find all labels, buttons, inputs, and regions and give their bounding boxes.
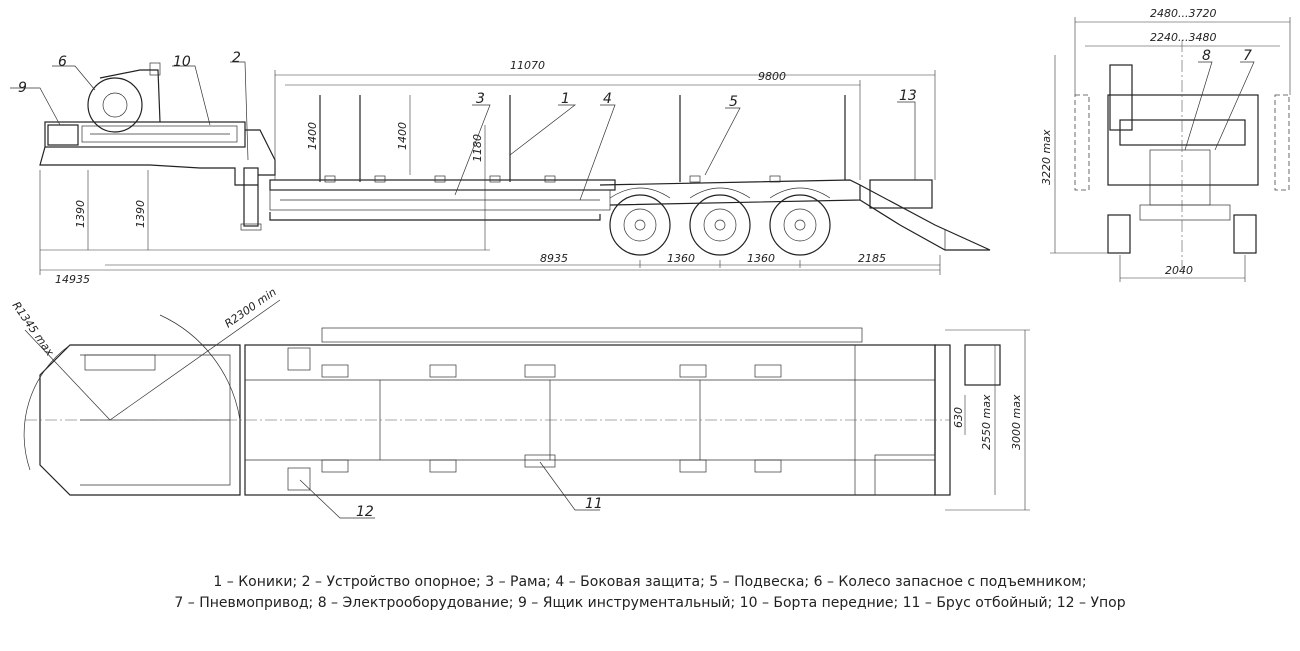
dim-total-length: 14935 bbox=[55, 273, 90, 286]
dim-track-width: 2040 bbox=[1165, 264, 1193, 277]
rear-spare-wheel bbox=[1109, 64, 1133, 131]
dim-stake-height-1: 1400 bbox=[306, 122, 319, 150]
rear-ramp bbox=[859, 184, 991, 251]
extended-side-left bbox=[1074, 94, 1090, 191]
trailer-technical-drawing: 11070 9800 14935 8935 1360 1360 2185 140… bbox=[10, 7, 1291, 520]
support-leg bbox=[243, 167, 259, 227]
rear-wheel-left bbox=[1107, 214, 1131, 254]
extended-side-right bbox=[1274, 94, 1290, 191]
spare-wheel bbox=[87, 77, 143, 133]
axle-3-wheel bbox=[769, 194, 831, 256]
callout-2: 2 bbox=[232, 50, 241, 66]
dim-turn-radius-front: R1345 max bbox=[10, 299, 57, 359]
rear-body bbox=[1107, 94, 1259, 186]
callout-4: 4 bbox=[603, 91, 612, 107]
dim-coupling-height-1: 1390 bbox=[74, 200, 87, 228]
dim-inner-width: 2240...3480 bbox=[1150, 31, 1216, 44]
rear-ramp-plan bbox=[964, 344, 1001, 386]
side-view: 11070 9800 14935 8935 1360 1360 2185 140… bbox=[10, 50, 991, 286]
callout-7: 7 bbox=[1243, 48, 1252, 64]
tool-box bbox=[47, 124, 79, 146]
callout-1: 1 bbox=[561, 91, 570, 107]
dim-width-max-2: 3000 max bbox=[1010, 394, 1023, 450]
pneumatic-unit bbox=[1149, 149, 1211, 206]
dim-turn-radius-min: R2300 min bbox=[222, 285, 279, 330]
dim-front-to-axle: 8935 bbox=[540, 252, 568, 265]
rear-frame bbox=[599, 179, 861, 206]
dim-coupling-height-2: 1390 bbox=[134, 200, 147, 228]
front-platform bbox=[44, 121, 246, 148]
front-sides-panel bbox=[81, 125, 238, 143]
dim-height-max: 3220 max bbox=[1040, 129, 1053, 185]
main-frame bbox=[269, 179, 616, 191]
suspension bbox=[609, 187, 831, 199]
rear-wheel-right bbox=[1233, 214, 1257, 254]
dim-platform-length: 9800 bbox=[758, 70, 786, 83]
gooseneck-lower bbox=[39, 146, 258, 186]
dim-axle-spacing-2: 1360 bbox=[747, 252, 775, 265]
stop-block bbox=[287, 467, 311, 491]
dim-rear-gap: 630 bbox=[952, 407, 965, 428]
bumper-bar bbox=[321, 364, 349, 378]
callout-9: 9 bbox=[18, 80, 27, 96]
gooseneck-plan bbox=[39, 344, 241, 496]
turn-arc-min bbox=[159, 314, 241, 421]
dim-axle-spacing-1: 1360 bbox=[667, 252, 695, 265]
rear-ramp-box bbox=[869, 179, 933, 209]
axle-1-wheel bbox=[609, 194, 671, 256]
legend-line-2: 7 – Пневмопривод; 8 – Электрооборудовани… bbox=[174, 595, 1126, 611]
callout-5: 5 bbox=[729, 94, 738, 110]
dim-overall-width: 2480...3720 bbox=[1150, 7, 1216, 20]
dim-rear-overhang: 2185 bbox=[858, 252, 886, 265]
callout-10: 10 bbox=[173, 54, 191, 70]
top-view: R1345 max R2300 min 630 2550 max 3000 ma… bbox=[10, 285, 1030, 520]
side-protection bbox=[269, 212, 601, 221]
dim-stake-height-2: 1400 bbox=[396, 122, 409, 150]
dim-deck-height: 1180 bbox=[471, 134, 484, 162]
rear-view: 2480...3720 2240...3480 3220 max 2040 8 … bbox=[1040, 7, 1291, 282]
spare-wheel-lifter-plan bbox=[84, 354, 156, 371]
callout-12: 12 bbox=[356, 504, 374, 520]
callout-3: 3 bbox=[476, 91, 485, 107]
dim-overall-length: 11070 bbox=[510, 59, 545, 72]
dim-width-max-1: 2550 max bbox=[980, 394, 993, 450]
callout-11: 11 bbox=[585, 496, 603, 512]
side-board-top bbox=[321, 327, 863, 343]
callout-13: 13 bbox=[899, 88, 917, 104]
legend: 1 – Коники; 2 – Устройство опорное; 3 – … bbox=[0, 572, 1300, 614]
spare-wheel-lifter bbox=[99, 69, 161, 123]
callout-6: 6 bbox=[58, 54, 67, 70]
axle-2-wheel bbox=[689, 194, 751, 256]
stop-block bbox=[287, 347, 311, 371]
callout-8: 8 bbox=[1202, 48, 1211, 64]
legend-line-1: 1 – Коники; 2 – Устройство опорное; 3 – … bbox=[213, 574, 1087, 590]
turn-arc-front bbox=[23, 344, 71, 471]
